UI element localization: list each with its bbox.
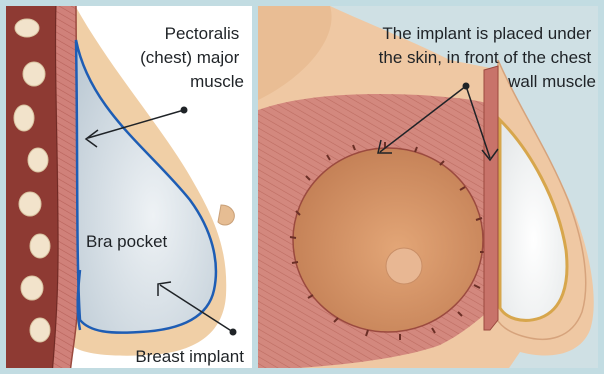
implant-leader-dot [230, 329, 237, 336]
implant-label: Breast implant [135, 347, 244, 366]
caption-leader-dot [463, 83, 470, 90]
pocket-label: Bra pocket [86, 232, 168, 251]
areola [386, 248, 422, 284]
right-panel: The implant is placed under the skin, in… [258, 6, 598, 374]
breast-mound [293, 148, 483, 332]
side-muscle [484, 66, 498, 330]
muscle-leader-dot [181, 107, 188, 114]
left-panel: Pectoralis (chest) major muscle Bra pock… [0, 0, 252, 374]
rib-cage [0, 0, 58, 374]
